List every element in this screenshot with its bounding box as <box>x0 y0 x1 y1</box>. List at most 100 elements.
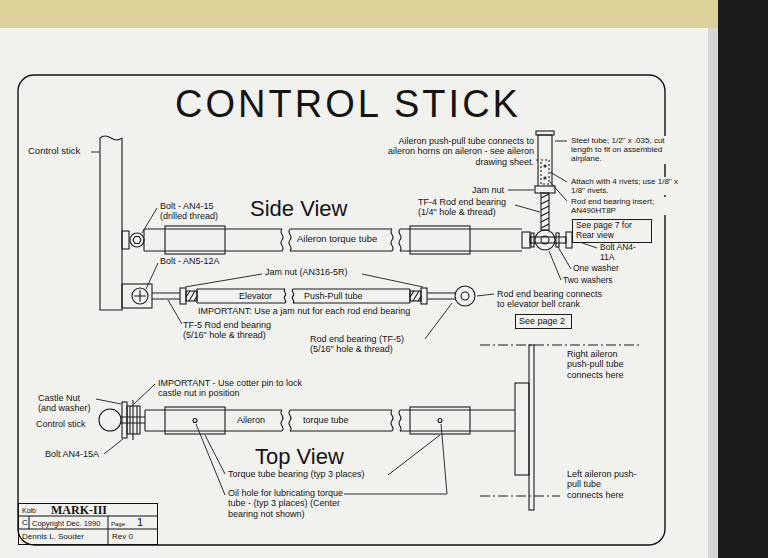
part-label: Control stick <box>28 146 80 157</box>
copyright-mark: C <box>22 519 28 527</box>
rivet <box>544 165 546 167</box>
leader-line <box>146 263 158 289</box>
part-label: One washer <box>573 264 619 274</box>
stick-arm <box>122 284 152 308</box>
dark-background <box>718 0 768 558</box>
part-label: Control stick <box>36 419 86 429</box>
leader-line <box>549 251 561 280</box>
note-text: IMPORTANT - Use cotter pin to lock castl… <box>158 378 308 399</box>
jam-nut <box>421 288 427 304</box>
rod-end-neck <box>152 293 180 299</box>
part-label: Castle Nut (and washer) <box>38 393 98 414</box>
washer <box>556 233 559 247</box>
revision: Rev 0 <box>112 533 133 541</box>
rod-end-ball <box>461 292 469 300</box>
leader-line <box>168 300 182 324</box>
part-label: Jam nut (AN316-5R) <box>265 267 348 277</box>
part-label: Bolt - AN5-12A <box>160 256 220 266</box>
title-block: Kolb MARK-III C Copyright Dec. 1990 Page 1Den… <box>18 503 158 545</box>
oil-hole <box>193 419 197 423</box>
title-block-lines <box>18 516 158 545</box>
sheet-frame <box>18 75 665 545</box>
push-pull-tube <box>538 135 552 186</box>
leader-line <box>558 247 571 269</box>
part-label: Rod end bearing insert; AN490HT8P <box>570 197 684 215</box>
title-block-grid <box>18 516 158 545</box>
leader-line <box>550 182 567 201</box>
leader-line <box>344 424 447 494</box>
control-stick-section <box>99 409 121 431</box>
part-label: Two washers <box>563 276 613 286</box>
break-line <box>281 229 401 251</box>
view-heading: Side View <box>250 196 347 221</box>
reference-text: See page 2 <box>519 316 565 326</box>
rod-end-eye <box>455 286 475 306</box>
part-label: TF-5 Rod end bearing (5/16" hole & threa… <box>183 320 288 341</box>
part-label: Elevator <box>238 291 273 301</box>
author-name: Dennis L. Souder <box>22 533 84 541</box>
part-label: Bolt AN4-11A <box>600 243 645 263</box>
note-text: Rod end bearing connects to elevator bel… <box>497 289 607 310</box>
hex-head <box>133 237 141 244</box>
break-line <box>284 289 294 303</box>
torque-tube-bearing <box>165 226 225 254</box>
copyright-note: Copyright Dec. 1990 <box>32 520 100 528</box>
leader-line <box>104 439 123 454</box>
paper-edge-band <box>0 0 718 28</box>
bolt-head <box>132 288 148 304</box>
leader-line <box>388 435 440 475</box>
leader-line <box>555 141 567 142</box>
reference-box: See page 7 for Rear view <box>572 219 652 243</box>
part-label: Bolt AN4-15A <box>45 449 99 459</box>
oil-hole <box>438 419 442 423</box>
reference-text: See page 7 for Rear view <box>576 221 646 241</box>
rod-end-neck <box>427 293 456 299</box>
leader-lines <box>91 141 597 495</box>
leader-line <box>91 152 99 153</box>
view-heading: Top View <box>255 444 344 469</box>
maker-name: Kolb <box>22 507 36 514</box>
washer <box>122 402 127 438</box>
model-name: MARK-III <box>51 504 107 516</box>
leader-line <box>508 190 534 191</box>
torque-tube-bearing <box>410 407 470 434</box>
leader-line <box>96 399 121 404</box>
part-label: torque tube <box>302 415 350 425</box>
jam-nut <box>535 186 555 193</box>
bolt-head <box>130 233 144 247</box>
jam-nut <box>180 288 186 304</box>
part-label: Aileron <box>236 415 266 425</box>
leader-line <box>185 274 262 287</box>
aileron-torque-tube <box>145 410 515 431</box>
cotter-pin <box>132 400 133 440</box>
note-text: Oil hole for lubricating torque tube - (… <box>228 488 353 519</box>
drawing-title: CONTROL STICK <box>100 84 596 126</box>
thread-hatch <box>186 291 197 301</box>
part-label: Bolt - AN4-15 (drilled thread) <box>160 201 240 222</box>
leader-line <box>134 384 155 404</box>
control-stick-tube <box>100 138 122 310</box>
threaded-shank <box>410 291 421 301</box>
note-text: Left aileron push-pull tube connects her… <box>567 469 639 500</box>
nut <box>522 232 530 248</box>
page-edge <box>708 28 718 558</box>
torque-tube-bearing <box>165 407 225 434</box>
top-view-drawing <box>99 345 640 510</box>
side-view-drawing <box>100 131 572 310</box>
part-label: Push-Pull tube <box>303 291 364 301</box>
note-text: Aileron push-pull tube connects to ailer… <box>386 136 534 167</box>
note-text: IMPORTANT: Use a jam nut for each rod en… <box>198 306 410 316</box>
leader-line <box>536 160 538 161</box>
page-caption: Page <box>111 521 125 527</box>
threaded-shank <box>541 193 549 230</box>
part-label: Aileron torque tube <box>296 234 378 245</box>
page-number: 1 <box>137 517 143 528</box>
leader-line <box>196 424 225 495</box>
part-label: Jam nut <box>472 185 504 195</box>
thread-hatch <box>541 194 549 228</box>
leader-line <box>425 303 452 339</box>
rod-end-insert <box>541 160 549 184</box>
part-label: Torque tube bearing (typ 3 places) <box>228 469 365 479</box>
nut <box>122 231 129 249</box>
note-text: Steel tube; 1/2" x .035, cut length to f… <box>570 136 672 164</box>
